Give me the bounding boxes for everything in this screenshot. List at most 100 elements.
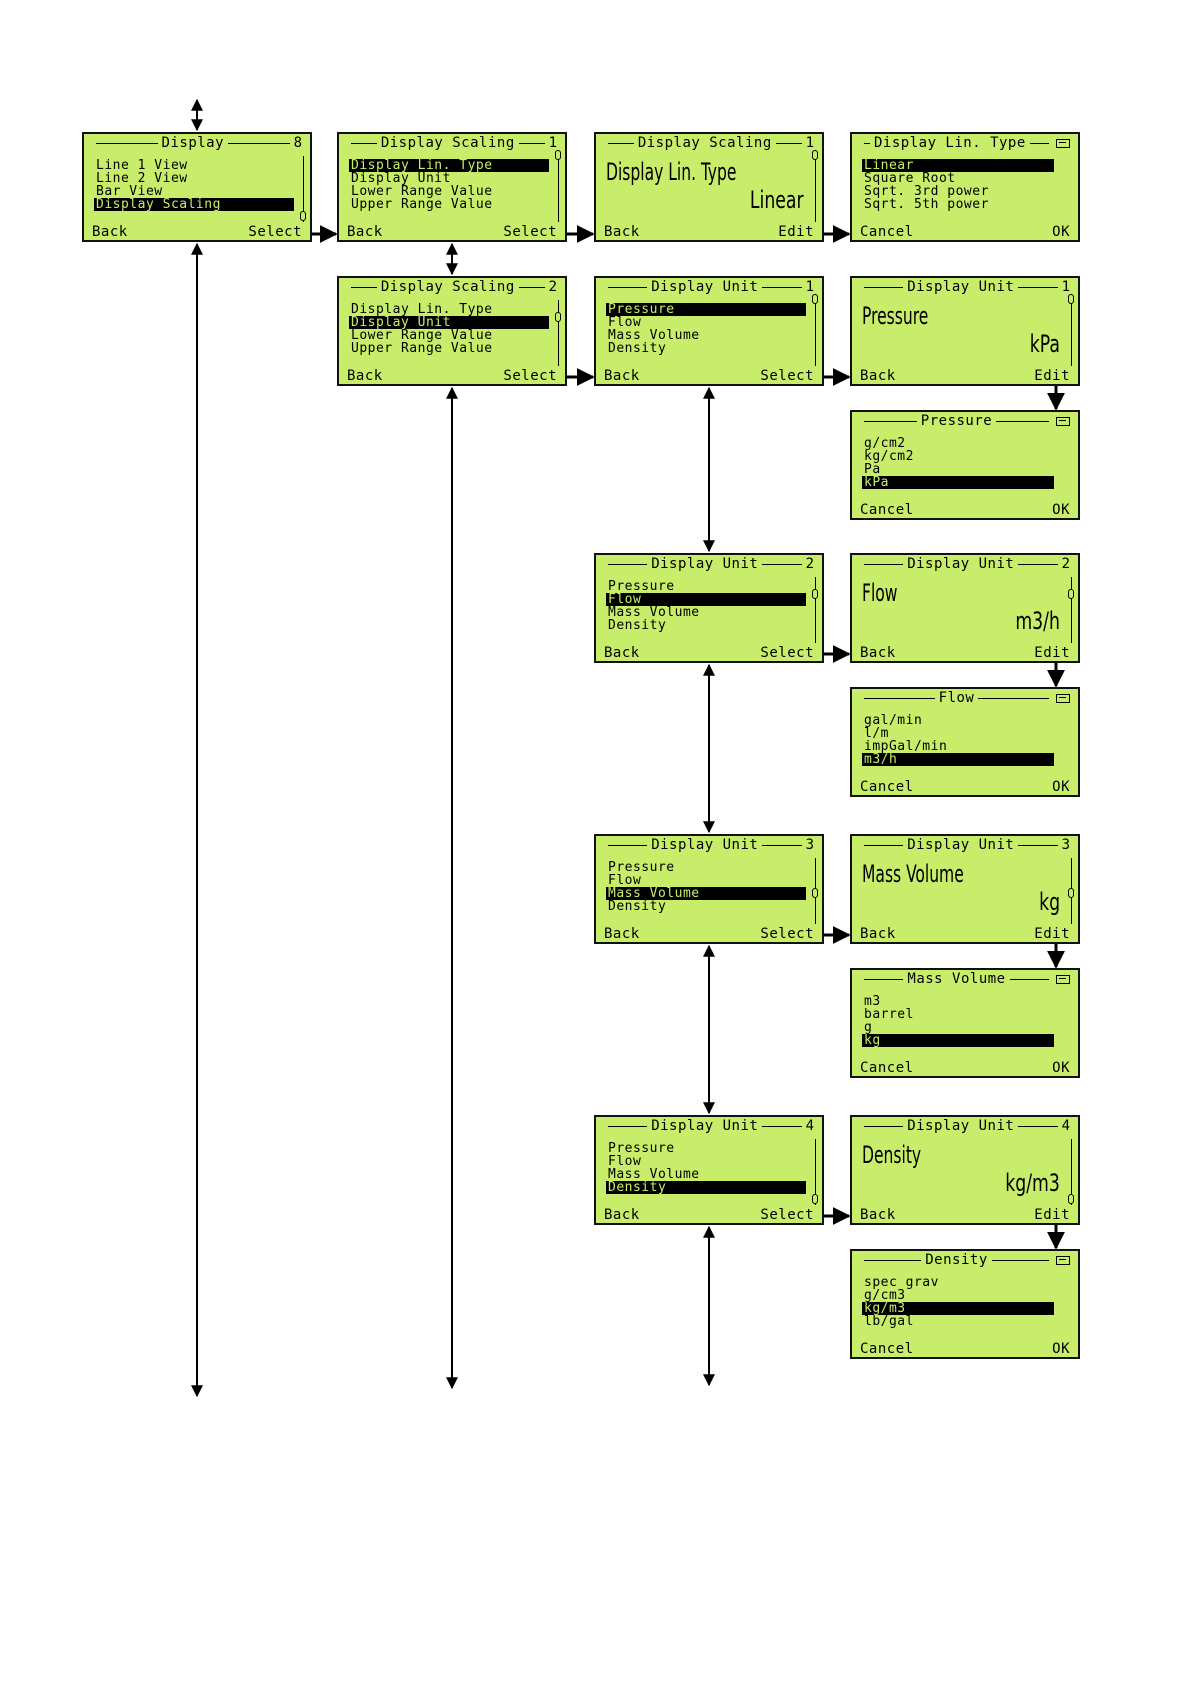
menu-item[interactable]: g/cm2: [864, 437, 906, 450]
menu-item[interactable]: Density: [608, 900, 667, 913]
softkey-left[interactable]: Back: [604, 224, 640, 240]
softkey-right[interactable]: Select: [760, 645, 814, 661]
softkey-left[interactable]: Back: [860, 645, 896, 661]
title-rule: [1009, 978, 1049, 980]
menu-item[interactable]: kg/cm2: [864, 450, 914, 463]
menu-item[interactable]: gal/min: [864, 714, 923, 727]
menu-item[interactable]: Display Lin. Type: [349, 159, 549, 172]
softkey-left[interactable]: Cancel: [860, 502, 914, 518]
menu-item[interactable]: Mass Volume: [606, 887, 806, 900]
menu-item[interactable]: Display Unit: [349, 316, 549, 329]
menu-item[interactable]: Density: [608, 342, 667, 355]
softkey-left[interactable]: Back: [604, 645, 640, 661]
menu-item[interactable]: Display Scaling: [94, 198, 294, 211]
softkey-right[interactable]: Select: [248, 224, 302, 240]
softkey-left[interactable]: Cancel: [860, 779, 914, 795]
menu-item[interactable]: g/cm3: [864, 1289, 906, 1302]
scrollbar: [1066, 1133, 1074, 1205]
title-rule: [608, 286, 648, 288]
menu-item[interactable]: Mass Volume: [608, 329, 700, 342]
softkey-right[interactable]: Edit: [1034, 926, 1070, 942]
title-rule: [762, 844, 802, 846]
title-rule: [864, 563, 904, 565]
menu-item[interactable]: Pressure: [606, 303, 806, 316]
softkey-left[interactable]: Back: [860, 1207, 896, 1223]
softkey-right[interactable]: Select: [760, 368, 814, 384]
title-rule: [351, 142, 377, 144]
menu-item[interactable]: Linear: [862, 159, 1054, 172]
menu-item[interactable]: kg: [862, 1034, 1054, 1047]
screen-title: Pressure: [920, 413, 993, 429]
menu-item[interactable]: Line 2 View: [96, 172, 188, 185]
scroll-track: [815, 1139, 816, 1205]
softkey-right[interactable]: OK: [1052, 1341, 1070, 1357]
softkey-right[interactable]: Edit: [1034, 1207, 1070, 1223]
softkey-left[interactable]: Cancel: [860, 1341, 914, 1357]
menu-item[interactable]: lb/gal: [864, 1315, 914, 1328]
softkey-left[interactable]: Back: [604, 926, 640, 942]
menu-item[interactable]: Pressure: [608, 861, 675, 874]
softkey-left[interactable]: Back: [347, 224, 383, 240]
menu-item[interactable]: Density: [608, 619, 667, 632]
softkey-right[interactable]: Select: [503, 368, 557, 384]
menu-item[interactable]: spec grav: [864, 1276, 939, 1289]
softkey-right[interactable]: OK: [1052, 224, 1070, 240]
menu-item[interactable]: Lower Range Value: [351, 329, 493, 342]
softkey-left[interactable]: Cancel: [860, 224, 914, 240]
title-rule: [864, 142, 870, 144]
softkey-left[interactable]: Back: [860, 926, 896, 942]
menu-item[interactable]: Flow: [608, 1155, 642, 1168]
menu-item[interactable]: Upper Range Value: [351, 198, 493, 211]
menu-item[interactable]: Pressure: [608, 1142, 675, 1155]
softkey-left[interactable]: Back: [604, 1207, 640, 1223]
menu-item[interactable]: Display Unit: [351, 172, 451, 185]
menu-item[interactable]: kg/m3: [862, 1302, 1054, 1315]
softkey-right[interactable]: Select: [760, 926, 814, 942]
softkey-right[interactable]: Edit: [778, 224, 814, 240]
menu-item[interactable]: impGal/min: [864, 740, 948, 753]
menu-item[interactable]: Flow: [608, 874, 642, 887]
menu-item[interactable]: Pa: [864, 463, 881, 476]
menu-item[interactable]: m3/h: [862, 753, 1054, 766]
menu-item[interactable]: Bar View: [96, 185, 163, 198]
softkey-left[interactable]: Back: [860, 368, 896, 384]
menu-item[interactable]: Mass Volume: [608, 1168, 700, 1181]
softkey-right[interactable]: Select: [503, 224, 557, 240]
softkey-left[interactable]: Back: [347, 368, 383, 384]
menu-item[interactable]: Display Lin. Type: [351, 303, 493, 316]
menu-item[interactable]: Pressure: [608, 580, 675, 593]
menu-item[interactable]: barrel: [864, 1008, 914, 1021]
menu-item[interactable]: Lower Range Value: [351, 185, 493, 198]
menu-item[interactable]: Mass Volume: [608, 606, 700, 619]
softkey-right[interactable]: OK: [1052, 502, 1070, 518]
menu-item[interactable]: Upper Range Value: [351, 342, 493, 355]
softkey-left[interactable]: Back: [604, 368, 640, 384]
title-rule: [608, 563, 648, 565]
softkey-left[interactable]: Cancel: [860, 1060, 914, 1076]
softkey-right[interactable]: OK: [1052, 1060, 1070, 1076]
menu-item[interactable]: g: [864, 1021, 873, 1034]
menu-item[interactable]: Density: [606, 1181, 806, 1194]
scroll-track: [1071, 577, 1072, 643]
scroll-track: [1071, 1139, 1072, 1205]
softkey-right[interactable]: Select: [760, 1207, 814, 1223]
menu-item[interactable]: Square Root: [864, 172, 956, 185]
menu-item[interactable]: Flow: [606, 593, 806, 606]
menu-item[interactable]: Line 1 View: [96, 159, 188, 172]
menu-item[interactable]: m3: [864, 995, 881, 1008]
menu-item[interactable]: Flow: [608, 316, 642, 329]
menu-item[interactable]: kPa: [862, 476, 1054, 489]
softkey-right[interactable]: Edit: [1034, 645, 1070, 661]
menu-item[interactable]: Sqrt. 3rd power: [864, 185, 989, 198]
softkey-right[interactable]: OK: [1052, 779, 1070, 795]
menu-item[interactable]: Sqrt. 5th power: [864, 198, 989, 211]
menu-item[interactable]: l/m: [864, 727, 889, 740]
title-rule: [864, 978, 904, 980]
softkey-right[interactable]: Edit: [1034, 368, 1070, 384]
softkey-left[interactable]: Back: [92, 224, 128, 240]
